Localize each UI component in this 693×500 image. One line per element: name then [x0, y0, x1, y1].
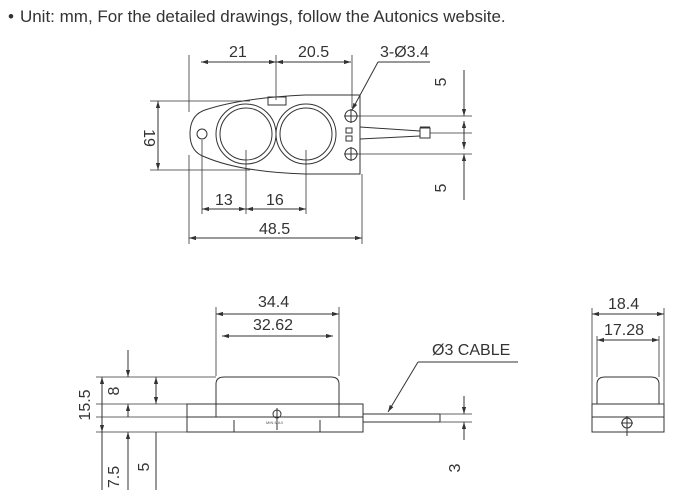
top-view-body: [189, 94, 361, 175]
dim-3: 3: [447, 463, 464, 472]
dim-21: 21: [229, 44, 247, 61]
dim-8: 8: [106, 386, 123, 395]
side-view-cap: [596, 376, 660, 404]
dim-18-4: 18.4: [608, 296, 639, 313]
front-view-cap: [215, 376, 340, 404]
side-view: [591, 308, 665, 436]
cable-label: Ø3 CABLE: [432, 342, 510, 359]
side-view-base: [591, 403, 665, 433]
dim-20-5: 20.5: [298, 44, 329, 61]
dim-48-5: 48.5: [259, 221, 290, 238]
dim-16: 16: [266, 192, 284, 209]
dim-15-5: 15.5: [77, 389, 94, 420]
dim-19: 19: [140, 129, 157, 147]
dim-5-front: 5: [136, 462, 153, 471]
unit-note-text: Unit: mm, For the detailed drawings, fol…: [19, 7, 506, 26]
dim-5-bottom: 5: [433, 183, 450, 192]
front-view-logo: MIN MAX: [266, 420, 283, 425]
dim-5-top: 5: [433, 77, 450, 86]
dim-17-28: 17.28: [604, 322, 644, 339]
dim-7-5: 7.5: [106, 466, 123, 488]
dim-holes: 3-Ø3.4: [380, 44, 429, 61]
left-mount-hole: [196, 128, 208, 140]
dim-32-62: 32.62: [253, 317, 293, 334]
top-view: [150, 55, 472, 244]
front-view-base: [186, 403, 364, 433]
front-view: [96, 307, 518, 490]
dim-34-4: 34.4: [258, 294, 289, 311]
unit-note: •Unit: mm, For the detailed drawings, fo…: [8, 7, 506, 26]
dim-13: 13: [215, 192, 233, 209]
